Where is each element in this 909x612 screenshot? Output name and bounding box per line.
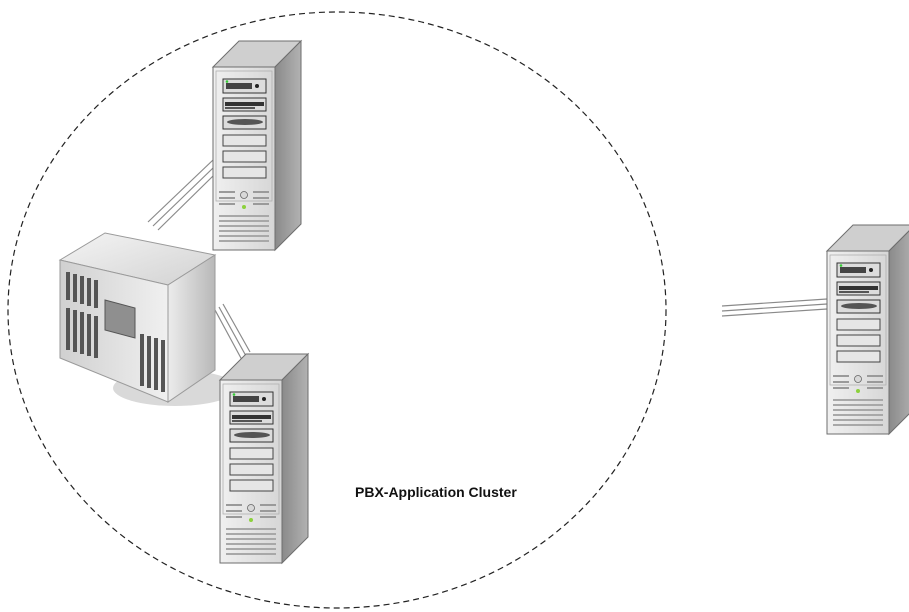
cluster-label: PBX-Application Cluster [355, 484, 517, 500]
tower-server-icon [826, 224, 909, 435]
connection-external-to-cluster [721, 298, 828, 317]
tower-server-icon [212, 40, 302, 251]
tower-server-icon [219, 353, 309, 564]
connection-storage-to-top-server [147, 159, 214, 231]
connection-storage-to-bottom-server [214, 303, 251, 361]
cluster-boundary [7, 11, 667, 609]
storage-array-icon [58, 232, 237, 406]
